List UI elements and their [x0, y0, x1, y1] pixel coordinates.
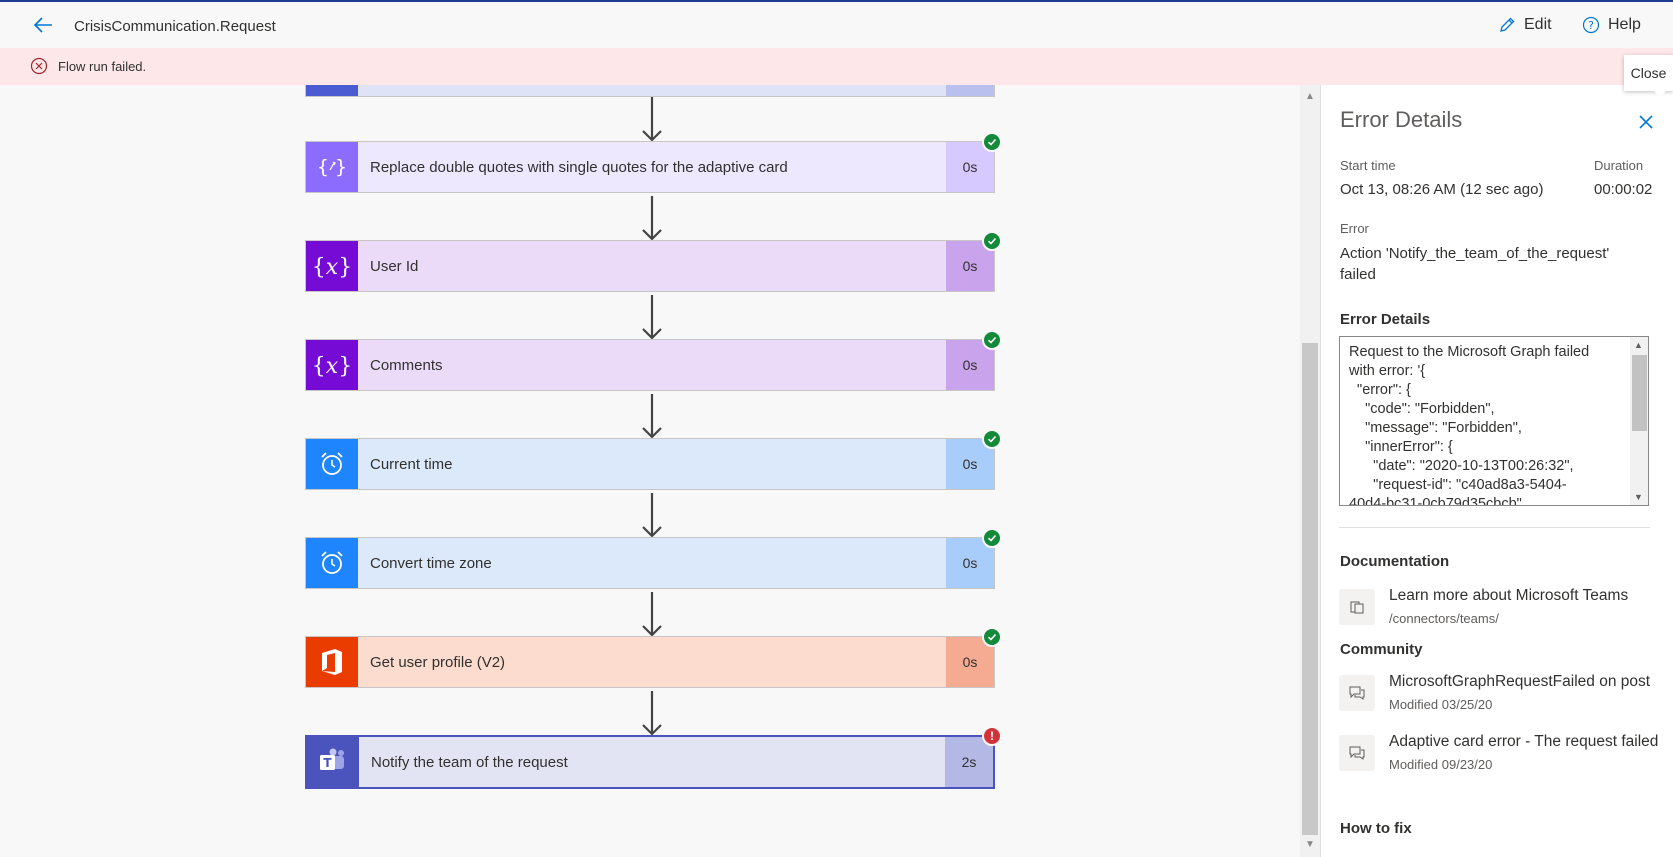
step-label: Current time	[370, 455, 453, 473]
documentation-heading: Documentation	[1340, 553, 1450, 570]
divider	[1339, 527, 1650, 528]
connector-arrow	[642, 196, 662, 241]
scrollbar-thumb[interactable]	[1302, 343, 1318, 835]
step-duration: 0s	[946, 439, 994, 489]
header-bar: CrisisCommunication.Request Edit ? Help	[0, 2, 1673, 48]
chat-icon	[1339, 675, 1375, 711]
step-label: Notify the team of the request	[371, 753, 568, 771]
step-duration: 0s	[946, 538, 994, 588]
step-card-notify-team[interactable]: T Notify the team of the request 2s	[305, 735, 995, 789]
variable-icon: {x}	[306, 241, 358, 291]
edit-label: Edit	[1524, 16, 1552, 33]
document-icon	[1339, 589, 1375, 625]
canvas-scrollbar[interactable]: ▲ ▼	[1300, 85, 1320, 857]
step-card-comments[interactable]: {x} Comments 0s	[305, 339, 995, 391]
banner-message: Flow run failed.	[58, 59, 147, 74]
page-title: CrisisCommunication.Request	[74, 18, 276, 35]
step-card-current-time[interactable]: Current time 0s	[305, 438, 995, 490]
pencil-icon	[1500, 17, 1515, 32]
office-logo-icon	[306, 637, 358, 687]
step-duration: 2s	[945, 737, 993, 787]
connector-arrow	[642, 493, 662, 538]
how-to-fix-heading: How to fix	[1340, 820, 1412, 837]
connector-arrow	[642, 97, 662, 142]
step-label: Get user profile (V2)	[370, 653, 506, 671]
error-details-textbox[interactable]: Request to the Microsoft Graph failed wi…	[1339, 336, 1649, 506]
step-label: Replace double quotes with single quotes…	[370, 158, 788, 176]
error-details-text: Request to the Microsoft Graph failed wi…	[1349, 344, 1590, 506]
scrollbar-thumb[interactable]	[1632, 355, 1647, 431]
start-time-label: Start time	[1340, 158, 1396, 173]
scroll-up-icon[interactable]: ▲	[1305, 91, 1315, 102]
start-time-value: Oct 13, 08:26 AM (12 sec ago)	[1340, 181, 1544, 198]
edit-button[interactable]: Edit	[1498, 16, 1552, 34]
community-link[interactable]: Adaptive card error - The request failed…	[1339, 733, 1659, 773]
variable-icon: {x}	[306, 340, 358, 390]
step-card-replace-quotes[interactable]: { } Replace double quotes with single qu…	[305, 141, 995, 193]
help-icon: ?	[1582, 16, 1600, 34]
doc-link-sub: /connectors/teams/	[1389, 611, 1499, 626]
error-label: Error	[1340, 221, 1369, 236]
textbox-scrollbar[interactable]: ▲ ▼	[1630, 337, 1648, 505]
previous-step-card[interactable]	[305, 85, 995, 97]
step-card-get-user-profile[interactable]: Get user profile (V2) 0s	[305, 636, 995, 688]
duration-label: Duration	[1594, 158, 1644, 173]
connector-arrow	[642, 295, 662, 340]
connector-arrow	[642, 592, 662, 637]
error-banner: Flow run failed.	[0, 48, 1673, 85]
close-tooltip: Close	[1624, 55, 1673, 97]
community-link-sub: Modified 09/23/20	[1389, 757, 1493, 772]
svg-text:{x}: {x}	[312, 255, 352, 280]
community-link-title: MicrosoftGraphRequestFailed on post	[1389, 673, 1651, 690]
step-label: Convert time zone	[370, 554, 492, 572]
success-check-icon	[982, 627, 1002, 647]
svg-text:?: ?	[1588, 19, 1594, 32]
scroll-up-icon[interactable]: ▲	[1634, 340, 1643, 350]
success-check-icon	[982, 132, 1002, 152]
step-label: Comments	[370, 356, 443, 374]
panel-title: Error Details	[1340, 107, 1463, 132]
community-heading: Community	[1340, 641, 1423, 658]
step-label: User Id	[370, 257, 419, 275]
error-circle-icon	[30, 57, 48, 75]
error-details-heading: Error Details	[1340, 311, 1431, 328]
svg-text:T: T	[323, 756, 332, 770]
success-check-icon	[982, 528, 1002, 548]
close-icon[interactable]	[1637, 113, 1655, 131]
alarm-clock-icon	[306, 439, 358, 489]
step-card-user-id[interactable]: {x} User Id 0s	[305, 240, 995, 292]
alarm-clock-icon	[306, 538, 358, 588]
doc-link[interactable]: Learn more about Microsoft Teams /connec…	[1339, 587, 1659, 627]
flow-canvas: { } Replace double quotes with single qu…	[0, 85, 1300, 857]
step-card-convert-time-zone[interactable]: Convert time zone 0s	[305, 537, 995, 589]
step-duration: 0s	[946, 241, 994, 291]
svg-text:{x}: {x}	[312, 354, 352, 379]
arrow-left-icon	[33, 17, 52, 33]
scroll-down-icon[interactable]: ▼	[1305, 839, 1315, 850]
doc-link-title: Learn more about Microsoft Teams	[1389, 587, 1629, 604]
scroll-down-icon[interactable]: ▼	[1634, 492, 1643, 502]
window-top-border	[0, 0, 1673, 2]
error-value: Action 'Notify_the_team_of_the_request' …	[1340, 245, 1610, 283]
success-check-icon	[982, 231, 1002, 251]
connector-arrow	[642, 691, 662, 736]
community-link-sub: Modified 03/25/20	[1389, 697, 1493, 712]
success-check-icon	[982, 429, 1002, 449]
community-link[interactable]: MicrosoftGraphRequestFailed on post Modi…	[1339, 673, 1659, 713]
back-button[interactable]	[30, 12, 58, 38]
duration-value: 00:00:02	[1594, 181, 1653, 198]
community-link-title: Adaptive card error - The request failed	[1389, 733, 1659, 750]
connector-arrow	[642, 394, 662, 439]
error-alert-icon: !	[982, 726, 1002, 746]
chat-icon	[1339, 735, 1375, 771]
help-button[interactable]: ? Help	[1582, 16, 1641, 34]
success-check-icon	[982, 330, 1002, 350]
error-details-panel: Error Details Start time Oct 13, 08:26 A…	[1320, 85, 1673, 857]
teams-logo-icon: T	[307, 737, 359, 787]
data-operation-icon: { }	[306, 142, 358, 192]
help-label: Help	[1608, 16, 1641, 33]
